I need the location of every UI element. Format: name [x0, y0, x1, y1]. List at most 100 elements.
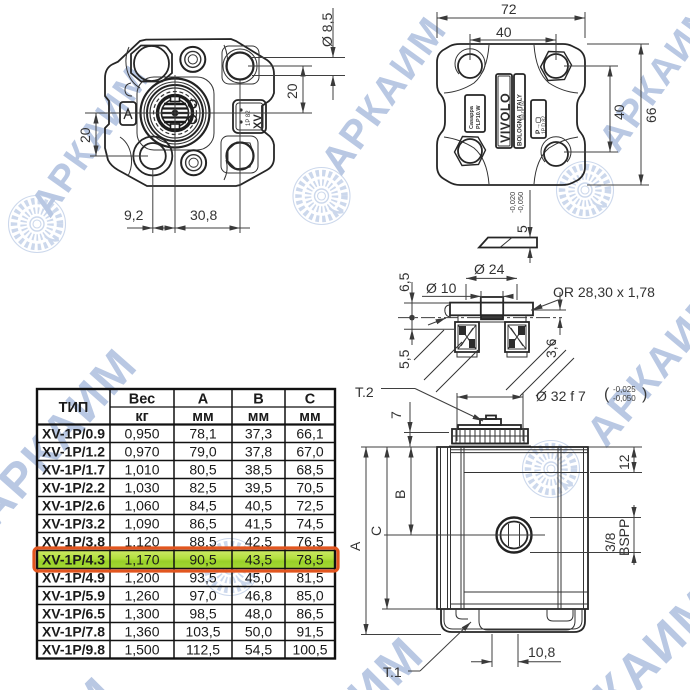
svg-text:78,5: 78,5: [296, 552, 323, 568]
svg-text:XV-1P/5.9: XV-1P/5.9: [42, 588, 105, 604]
svg-text:40: 40: [496, 24, 512, 40]
svg-text:90,5: 90,5: [189, 552, 216, 568]
svg-text:84,5: 84,5: [189, 498, 216, 514]
svg-text:АРКАИМ: АРКАИМ: [577, 278, 690, 455]
svg-text:20: 20: [284, 83, 300, 99]
svg-text:P→▢: P→▢: [535, 116, 542, 134]
svg-text:40: 40: [611, 104, 627, 120]
svg-text:91,5: 91,5: [296, 624, 323, 640]
svg-text:XV-1P/9.8: XV-1P/9.8: [42, 642, 105, 658]
svg-text:BSPP: BSPP: [616, 519, 632, 556]
svg-text:0,950: 0,950: [124, 426, 159, 442]
svg-text:A: A: [347, 541, 363, 551]
svg-text:Ø 24: Ø 24: [474, 261, 505, 277]
svg-text:54,5: 54,5: [245, 642, 272, 658]
svg-text:38,5: 38,5: [245, 462, 272, 478]
svg-text:XV-1P/2.6: XV-1P/2.6: [42, 498, 105, 514]
svg-text:5: 5: [514, 225, 530, 233]
svg-text:100,5: 100,5: [292, 642, 327, 658]
svg-text:66,1: 66,1: [296, 426, 323, 442]
svg-text:10,8: 10,8: [528, 644, 555, 660]
svg-text:T.2: T.2: [355, 384, 374, 400]
svg-text:XV-1P/6.5: XV-1P/6.5: [42, 606, 105, 622]
svg-text:1,090: 1,090: [124, 516, 159, 532]
svg-text:XV: XV: [252, 114, 264, 129]
svg-text:72: 72: [501, 1, 517, 17]
svg-text:АРКАИМ: АРКАИМ: [0, 666, 127, 690]
svg-text:74,5: 74,5: [296, 516, 323, 532]
svg-text:XV-1P/1.2: XV-1P/1.2: [42, 444, 105, 460]
svg-text:): ): [642, 386, 647, 403]
svg-text:12: 12: [616, 454, 632, 470]
svg-text:-0,050: -0,050: [613, 394, 636, 403]
svg-text:45,0: 45,0: [245, 570, 272, 586]
svg-text:XV-1P/3.2: XV-1P/3.2: [42, 516, 105, 532]
svg-text:82,5: 82,5: [189, 480, 216, 496]
svg-text:1,260: 1,260: [124, 588, 159, 604]
svg-text:42,5: 42,5: [245, 534, 272, 550]
svg-text:-0,050: -0,050: [516, 192, 525, 213]
svg-text:48,0: 48,0: [245, 606, 272, 622]
svg-text:103,5: 103,5: [185, 624, 220, 640]
svg-text:76,5: 76,5: [296, 534, 323, 550]
svg-text:43,5: 43,5: [245, 552, 272, 568]
svg-text:XV-1P/0.9: XV-1P/0.9: [42, 426, 105, 442]
svg-text:OR 28,30 x 1,78: OR 28,30 x 1,78: [553, 284, 655, 300]
svg-text:C: C: [305, 392, 316, 408]
svg-text:C: C: [368, 526, 384, 536]
svg-text:85,0: 85,0: [296, 588, 323, 604]
svg-text:41,5: 41,5: [245, 516, 272, 532]
svg-text:1,200: 1,200: [124, 570, 159, 586]
svg-text:6,5: 6,5: [396, 272, 412, 292]
svg-text:93,5: 93,5: [189, 570, 216, 586]
svg-text:XV-1P/4.9: XV-1P/4.9: [42, 570, 105, 586]
svg-text:Ø 8,5: Ø 8,5: [319, 13, 335, 47]
svg-text:46,8: 46,8: [245, 588, 272, 604]
svg-text:112,5: 112,5: [186, 642, 220, 658]
svg-text:70,5: 70,5: [296, 480, 323, 496]
svg-text:мм: мм: [248, 409, 269, 425]
svg-text:3/8: 3/8: [602, 532, 618, 552]
svg-text:1P D 82: 1P D 82: [542, 116, 548, 134]
svg-text:40,5: 40,5: [245, 498, 272, 514]
svg-text:68,5: 68,5: [296, 462, 323, 478]
svg-text:1,300: 1,300: [124, 606, 159, 622]
svg-text:PLP10.W: PLP10.W: [476, 105, 482, 129]
svg-text:Ø 32 f 7: Ø 32 f 7: [536, 388, 586, 404]
svg-text:Ø 10: Ø 10: [426, 280, 457, 296]
svg-text:88,5: 88,5: [189, 534, 216, 550]
svg-text:мм: мм: [192, 409, 213, 425]
svg-text:98,5: 98,5: [189, 606, 216, 622]
svg-text:мм: мм: [299, 409, 320, 425]
svg-text:XV-1P/3.8: XV-1P/3.8: [42, 534, 105, 550]
svg-text:67,0: 67,0: [296, 444, 323, 460]
svg-text:АРКАИМ: АРКАИМ: [530, 577, 690, 690]
svg-text:81,5: 81,5: [296, 570, 323, 586]
svg-text:20: 20: [77, 127, 93, 143]
svg-text:9,2: 9,2: [124, 207, 144, 223]
svg-text:1,010: 1,010: [124, 462, 159, 478]
svg-text:XV-1P/4.3: XV-1P/4.3: [42, 552, 105, 568]
svg-text:72,5: 72,5: [296, 498, 323, 514]
svg-text:86,5: 86,5: [296, 606, 323, 622]
svg-text:MADE IN: MADE IN: [521, 101, 526, 120]
svg-text:0,970: 0,970: [124, 444, 159, 460]
svg-text:BOLOGNA ITALY: BOLOGNA ITALY: [517, 93, 524, 146]
svg-text:T.1: T.1: [383, 664, 402, 680]
svg-text:XV-1P/1.7: XV-1P/1.7: [42, 462, 105, 478]
svg-text:97,0: 97,0: [189, 588, 216, 604]
svg-text:B: B: [253, 392, 263, 408]
svg-text:1,060: 1,060: [124, 498, 159, 514]
svg-text:30,8: 30,8: [190, 207, 217, 223]
svg-text:66: 66: [643, 107, 659, 123]
svg-text:кг: кг: [135, 409, 148, 425]
svg-text:5,5: 5,5: [396, 349, 412, 369]
svg-text:XV-1P/7.8: XV-1P/7.8: [42, 624, 105, 640]
svg-text:1,120: 1,120: [124, 534, 159, 550]
svg-text:Casappa: Casappa: [469, 105, 475, 129]
svg-text:1,500: 1,500: [124, 642, 159, 658]
svg-text:VIVOLO: VIVOLO: [499, 93, 513, 143]
svg-text:A: A: [198, 392, 209, 408]
svg-text:50,0: 50,0: [245, 624, 272, 640]
svg-text:78,1: 78,1: [189, 426, 216, 442]
